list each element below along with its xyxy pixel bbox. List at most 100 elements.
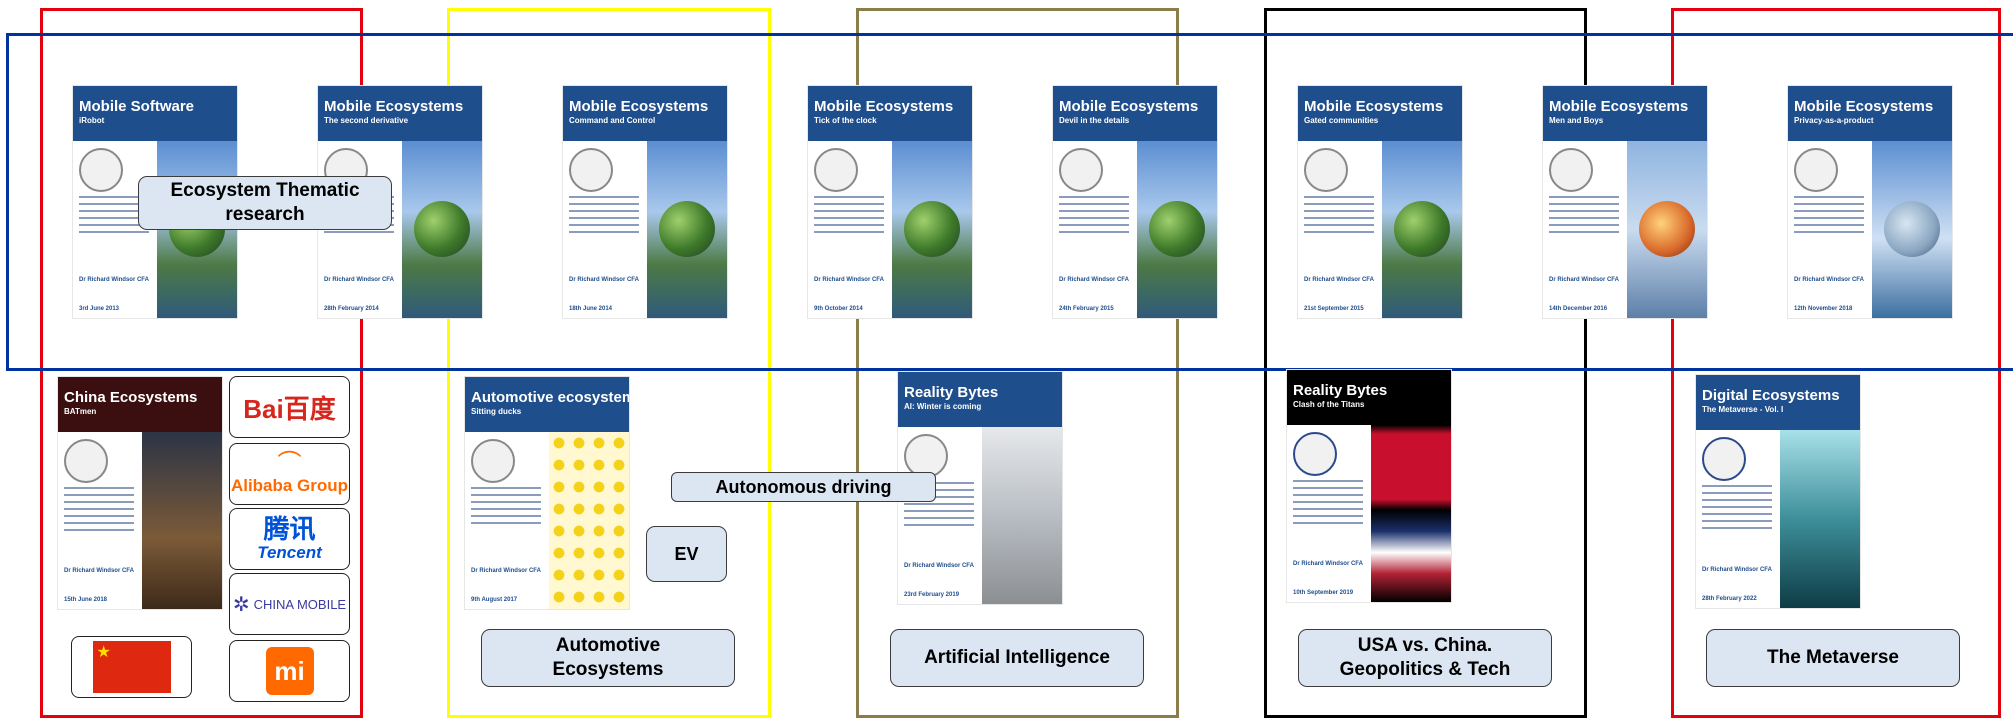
- report-author: Dr Richard Windsor CFA: [324, 277, 394, 283]
- report-title: Mobile Ecosystems: [1059, 98, 1199, 115]
- report-title: China Ecosystems: [64, 389, 198, 406]
- report-author: Dr Richard Windsor CFA: [1304, 277, 1374, 283]
- satellite-dish-icon: [1059, 148, 1103, 192]
- report-date: 24th February 2015: [1059, 306, 1114, 312]
- satellite-dish-icon: [64, 439, 108, 483]
- satellite-dish-icon: [471, 439, 515, 483]
- winter-forest-illustration: [982, 427, 1062, 604]
- alibaba-symbol-icon: ⌒: [277, 450, 302, 477]
- report-author: Dr Richard Windsor CFA: [64, 568, 134, 574]
- xiaomi-logo-box: mi: [229, 640, 350, 702]
- report-date: 3rd June 2013: [79, 306, 120, 312]
- report-subtitle: The Metaverse - Vol. I: [1702, 405, 1784, 414]
- globe-illustration: [414, 201, 470, 257]
- artificial-intelligence-label: Artificial Intelligence: [890, 629, 1144, 687]
- report-title: Mobile Ecosystems: [569, 98, 709, 115]
- report-subtitle: Clash of the Titans: [1293, 400, 1365, 409]
- frame-ecosystem-thematic: [6, 33, 2013, 371]
- report-title: Reality Bytes: [904, 384, 999, 401]
- usa-china-label: USA vs. China. Geopolitics & Tech: [1298, 629, 1552, 687]
- fists-flags-illustration: [1371, 425, 1451, 602]
- report-subtitle: AI: Winter is coming: [904, 402, 982, 411]
- globe-illustration: [1884, 201, 1940, 257]
- report-subtitle: Sitting ducks: [471, 407, 522, 416]
- xiaomi-logo: mi: [265, 647, 314, 695]
- report-date: 28th February 2022: [1702, 596, 1757, 602]
- radio-seal-icon: [1293, 432, 1337, 476]
- report-author: Dr Richard Windsor CFA: [1293, 561, 1363, 567]
- report-date: 15th June 2018: [64, 597, 108, 603]
- automotive-ecosystems-label: Automotive Ecosystems: [481, 629, 735, 687]
- report-date: 14th December 2016: [1549, 306, 1608, 312]
- globe-illustration: [1639, 201, 1695, 257]
- report-date: 12th November 2018: [1794, 306, 1853, 312]
- ev-label: EV: [646, 526, 727, 582]
- report-date: 23rd February 2019: [904, 592, 960, 598]
- rubber-ducks-illustration: [549, 432, 629, 609]
- report-author: Dr Richard Windsor CFA: [79, 277, 149, 283]
- metaverse-city-illustration: [1780, 430, 1860, 608]
- tencent-logo-en: Tencent: [257, 543, 322, 562]
- report-subtitle: Gated communities: [1304, 116, 1379, 125]
- satellite-dish-icon: [79, 148, 123, 192]
- report-author: Dr Richard Windsor CFA: [1059, 277, 1129, 283]
- china-flag-icon: ★: [92, 641, 171, 693]
- globe-illustration: [1149, 201, 1205, 257]
- baidu-logo: Bai百度: [229, 376, 350, 438]
- report-subtitle: Privacy-as-a-product: [1794, 116, 1874, 125]
- report-date: 9th August 2017: [471, 597, 518, 603]
- report-author: Dr Richard Windsor CFA: [1794, 277, 1864, 283]
- xiaomi-logo-text: mi: [274, 655, 305, 686]
- report-author: Dr Richard Windsor CFA: [814, 277, 884, 283]
- report-title: Mobile Ecosystems: [324, 98, 464, 115]
- report-title: Mobile Ecosystems: [1549, 98, 1689, 115]
- china-mobile-logo: ✲ CHINA MOBILE: [229, 573, 350, 635]
- report-subtitle: Command and Control: [569, 116, 656, 125]
- alibaba-logo: ⌒ Alibaba Group: [229, 443, 350, 505]
- report-date: 18th June 2014: [569, 306, 613, 312]
- satellite-dish-icon: [1304, 148, 1348, 192]
- report-title: Mobile Software: [79, 98, 195, 115]
- report-subtitle: BATmen: [64, 407, 97, 416]
- report-date: 28th February 2014: [324, 306, 379, 312]
- china-mobile-logo-text: CHINA MOBILE: [253, 596, 347, 612]
- ecosystem-thematic-label: Ecosystem Thematic research: [138, 176, 392, 230]
- report-subtitle: iRobot: [79, 116, 105, 125]
- report-author: Dr Richard Windsor CFA: [1549, 277, 1619, 283]
- satellite-dish-icon: [1549, 148, 1593, 192]
- report-subtitle: The second derivative: [324, 116, 409, 125]
- report-title: Automotive ecosystem: [471, 389, 629, 406]
- radio-seal-icon: [1702, 437, 1746, 481]
- report-title: Mobile Ecosystems: [814, 98, 954, 115]
- report-author: Dr Richard Windsor CFA: [904, 563, 974, 569]
- globe-illustration: [1394, 201, 1450, 257]
- report-title: Mobile Ecosystems: [1304, 98, 1444, 115]
- report-title: Reality Bytes: [1293, 382, 1388, 399]
- report-subtitle: Tick of the clock: [814, 116, 877, 125]
- tencent-logo-cn: 腾讯: [263, 514, 316, 544]
- satellite-dish-icon: [904, 434, 948, 478]
- report-date: 10th September 2019: [1293, 590, 1354, 596]
- satellite-dish-icon: [1794, 148, 1838, 192]
- report-author: Dr Richard Windsor CFA: [569, 277, 639, 283]
- globe-illustration: [904, 201, 960, 257]
- satellite-dish-icon: [569, 148, 613, 192]
- china-flag-box: ★: [71, 636, 192, 698]
- report-author: Dr Richard Windsor CFA: [471, 568, 541, 574]
- satellite-dish-icon: [814, 148, 858, 192]
- report-author: Dr Richard Windsor CFA: [1702, 567, 1772, 573]
- report-title: Digital Ecosystems: [1702, 387, 1840, 404]
- report-subtitle: Devil in the details: [1059, 116, 1130, 125]
